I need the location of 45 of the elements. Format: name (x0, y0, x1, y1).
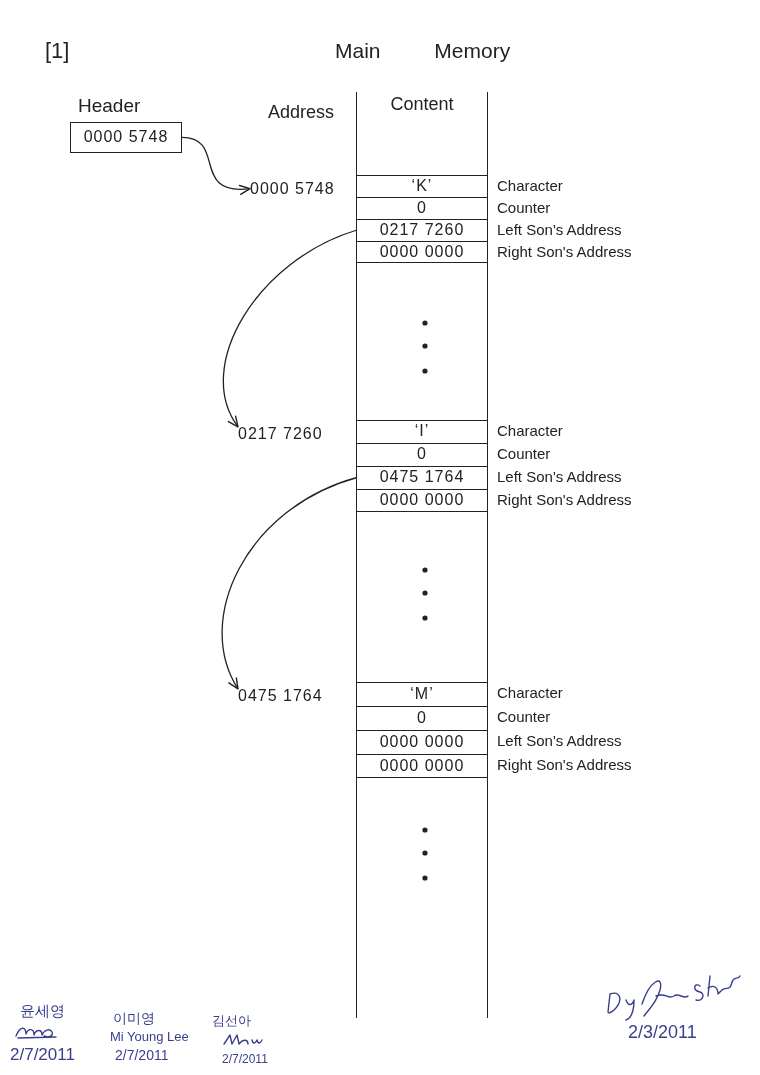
note-text: Address (268, 102, 335, 124)
field-label: Character (497, 422, 563, 440)
note-text: [1] (45, 38, 70, 65)
note-text: 2/3/2011 (628, 1022, 697, 1044)
column-heading: Content (390, 94, 454, 116)
field-label: Left Son's Address (497, 221, 622, 239)
curved-arrow (222, 229, 358, 428)
field-label: Right Son's Address (497, 756, 632, 774)
field-label: Left Son's Address (497, 468, 622, 486)
field-label: Counter (497, 708, 551, 726)
memory-cell: ‘M’ (357, 682, 487, 706)
memory-cell: 0000 0000 (357, 489, 487, 512)
memory-cell: ‘K’ (357, 175, 487, 197)
note-text: 2/7/2011 (222, 1052, 268, 1067)
pointer-box: 0000 5748 (70, 121, 182, 153)
field-label: Counter (497, 445, 551, 463)
note-text: 김선아 (212, 1013, 251, 1029)
curved-arrow (221, 476, 358, 690)
memory-cell: 0 (357, 443, 487, 466)
memory-cell: 0000 0000 (357, 754, 487, 778)
memory-cell: 0475 1764 (357, 466, 487, 489)
note-text: 2/7/2011 (10, 1045, 75, 1066)
address-text: 0217 7260 (238, 424, 323, 444)
note-text: Mi Young Lee (110, 1029, 189, 1045)
address-text: 0475 1764 (238, 686, 323, 706)
memory-cell: 0 (357, 197, 487, 219)
field-label: Left Son's Address (497, 732, 622, 750)
field-label: Character (497, 177, 563, 195)
curved-arrow (181, 136, 251, 195)
field-label: Right Son's Address (497, 243, 632, 261)
memory-column (356, 92, 488, 1018)
address-text: 0000 5748 (250, 179, 335, 199)
note-text: 윤세영 (20, 1002, 65, 1020)
field-label: Counter (497, 199, 551, 217)
diagram-title: Main Memory (335, 38, 511, 64)
field-label: Right Son's Address (497, 491, 632, 509)
memory-cell: ‘I’ (357, 420, 487, 443)
memory-cell: 0217 7260 (357, 219, 487, 241)
note-text: 이미영 (113, 1010, 155, 1027)
memory-cell: 0000 0000 (357, 730, 487, 754)
note-text: 2/7/2011 (115, 1047, 169, 1064)
memory-cell: 0 (357, 706, 487, 730)
field-label: Character (497, 684, 563, 702)
memory-cell: 0000 0000 (357, 241, 487, 263)
box-heading: Header (77, 95, 142, 118)
